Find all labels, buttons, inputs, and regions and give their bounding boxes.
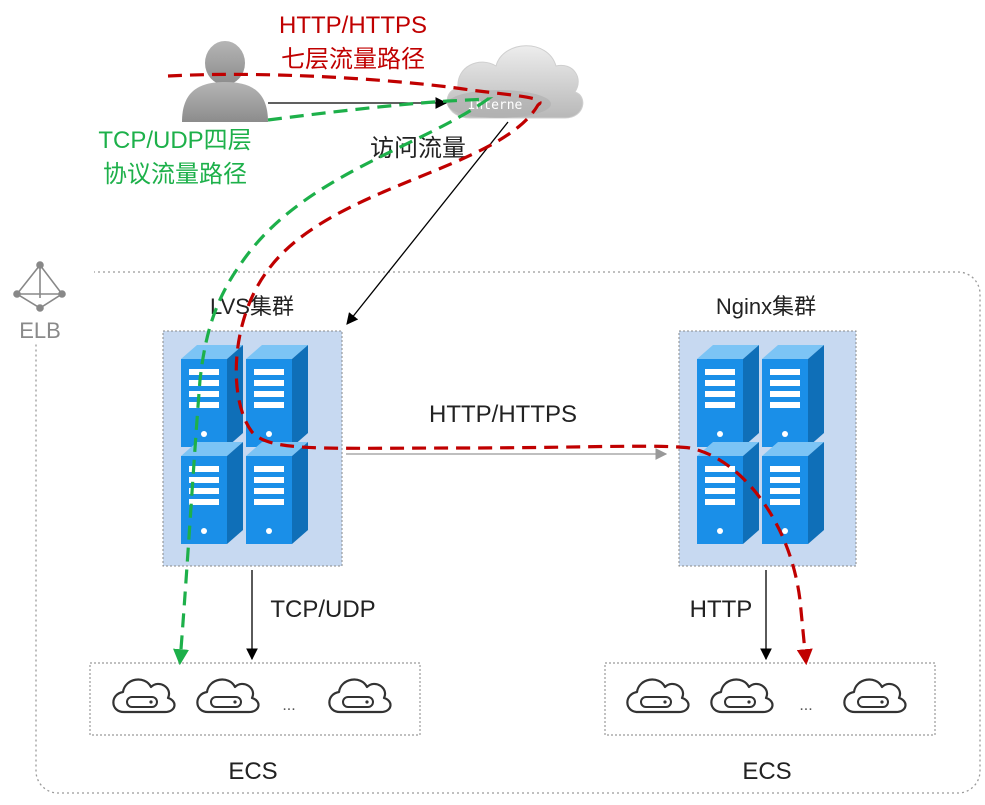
server-icon	[697, 345, 759, 447]
server-icon	[246, 442, 308, 544]
elb-icon	[13, 261, 66, 312]
access-traffic-label: 访问流量	[370, 135, 466, 162]
ellipsis-left: ...	[282, 697, 295, 714]
tcp-udp-path-line	[173, 97, 494, 666]
server-icon	[762, 345, 824, 447]
cloud-icon	[446, 45, 584, 119]
ecs-icon	[710, 678, 774, 714]
internet-to-lvs-arrow	[346, 121, 509, 325]
server-icon	[181, 345, 243, 447]
lvs-to-nginx-label: HTTP/HTTPS	[429, 401, 577, 428]
server-icon	[762, 442, 824, 544]
ecs-right-label: ECS	[742, 758, 791, 785]
server-icon	[697, 442, 759, 544]
tcp-path-title-line2: 协议流量路径	[103, 161, 247, 188]
lvs-to-ecs-label: TCP/UDP	[270, 596, 375, 623]
ecs-icon	[843, 678, 907, 714]
tcp-path-title-line1: TCP/UDP四层	[98, 127, 251, 154]
ecs-group-left	[89, 662, 421, 736]
ecs-left-label: ECS	[228, 758, 277, 785]
ellipsis-right: ...	[799, 697, 812, 714]
ecs-icon	[328, 678, 392, 714]
ecs-group-right	[604, 662, 936, 736]
ecs-icon	[626, 678, 690, 714]
server-icon	[246, 345, 308, 447]
http-path-title-line1: HTTP/HTTPS	[279, 12, 427, 39]
ecs-icon	[112, 678, 176, 714]
ecs-icon	[196, 678, 260, 714]
user-icon	[182, 41, 268, 122]
elb-container	[35, 271, 981, 794]
http-https-path-line	[167, 72, 813, 666]
nginx-to-ecs-label: HTTP	[690, 596, 753, 623]
nginx-cluster-label: Nginx集群	[716, 294, 816, 319]
http-path-title-line2: 七层流量路径	[281, 46, 425, 73]
elb-label: ELB	[19, 318, 61, 343]
